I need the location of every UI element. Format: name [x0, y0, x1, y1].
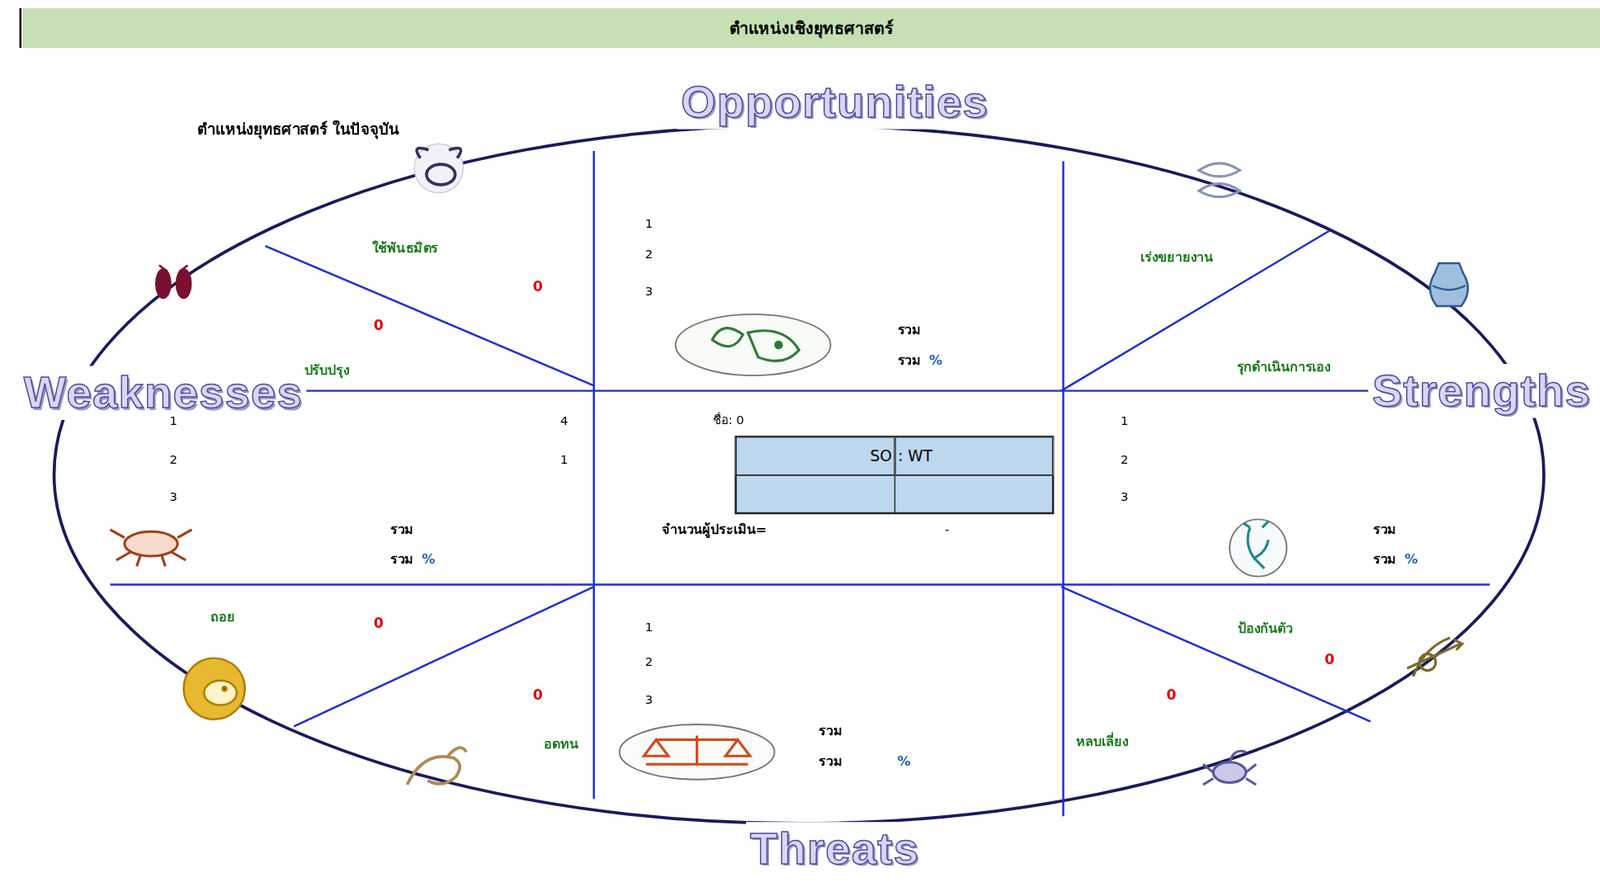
item-number: 3: [169, 489, 177, 505]
score-value: 0: [373, 316, 384, 335]
quadrant-heading: Threats: [745, 821, 924, 876]
total-label: รวม: [818, 722, 842, 739]
total-label: รวม: [897, 352, 921, 369]
strategy-label: หลบเลี่ยง: [1076, 733, 1129, 750]
total-label: รวม: [1373, 551, 1397, 567]
strategy-label: ถอย: [210, 609, 236, 626]
quadrant-heading: Strengths: [1368, 363, 1596, 418]
strategy-label: ป้องกันตัว: [1237, 620, 1294, 637]
quadrant-lines: [110, 151, 1491, 817]
item-number: 2: [169, 453, 177, 468]
total-label: รวม: [897, 321, 921, 338]
cell-text: SO: [869, 447, 892, 466]
item-number: 3: [645, 692, 653, 708]
item-number: 1: [1120, 414, 1129, 430]
score-value: 0: [1166, 686, 1177, 704]
strategy-label: อดทน: [543, 736, 579, 752]
position-heading: ตำแหน่งยุทธศาสตร์ ในปัจจุบัน: [197, 120, 400, 139]
total-label: รวม: [390, 521, 414, 538]
strategy-label: ปรับปรุง: [304, 362, 350, 378]
table-cell: : WT: [895, 436, 1054, 476]
item-number: 4: [560, 414, 568, 430]
item-number: 1: [645, 620, 653, 636]
score-value: 0: [373, 614, 384, 633]
total-label: รวม: [390, 551, 414, 567]
strategy-label: ใช้พันธมิตร: [372, 240, 439, 256]
diagram-title: ตำแหน่งเชิงยุทธศาสตร์: [22, 8, 1600, 48]
item-number: 1: [560, 453, 568, 468]
score-value: 0: [533, 686, 543, 704]
quadrant-heading: Opportunities: [676, 75, 993, 129]
score-value: 0: [1324, 650, 1335, 668]
item-number: -: [944, 522, 949, 538]
table-cell: SO: [736, 436, 896, 476]
total-label: รวม: [818, 753, 842, 770]
item-number: 2: [645, 655, 653, 671]
item-number: 3: [1120, 489, 1129, 505]
score-value: 0: [533, 278, 543, 296]
percent-sign: %: [929, 352, 943, 369]
total-label: รวม: [1373, 521, 1397, 538]
item-number: 1: [169, 414, 177, 430]
percent-sign: %: [1404, 551, 1418, 567]
percent-sign: %: [421, 551, 435, 567]
cell-text: : WT: [897, 447, 933, 466]
item-number: 2: [645, 246, 653, 262]
title-band: [22, 8, 1600, 48]
item-number: 2: [1120, 453, 1129, 468]
item-number: 1: [645, 216, 653, 232]
outer-ellipse: [54, 125, 1544, 824]
strategy-label: รุกดำเนินการเอง: [1236, 359, 1331, 376]
total-label: จำนวนผู้ประเมิน=: [661, 521, 767, 538]
strategy-label: เร่งขยายงาน: [1140, 249, 1213, 265]
item-number: ชื่อ: 0: [712, 413, 745, 429]
quadrant-heading: Weaknesses: [19, 365, 307, 420]
percent-sign: %: [897, 753, 911, 770]
zodiac-icons: [110, 143, 1468, 785]
item-number: 3: [645, 284, 653, 300]
